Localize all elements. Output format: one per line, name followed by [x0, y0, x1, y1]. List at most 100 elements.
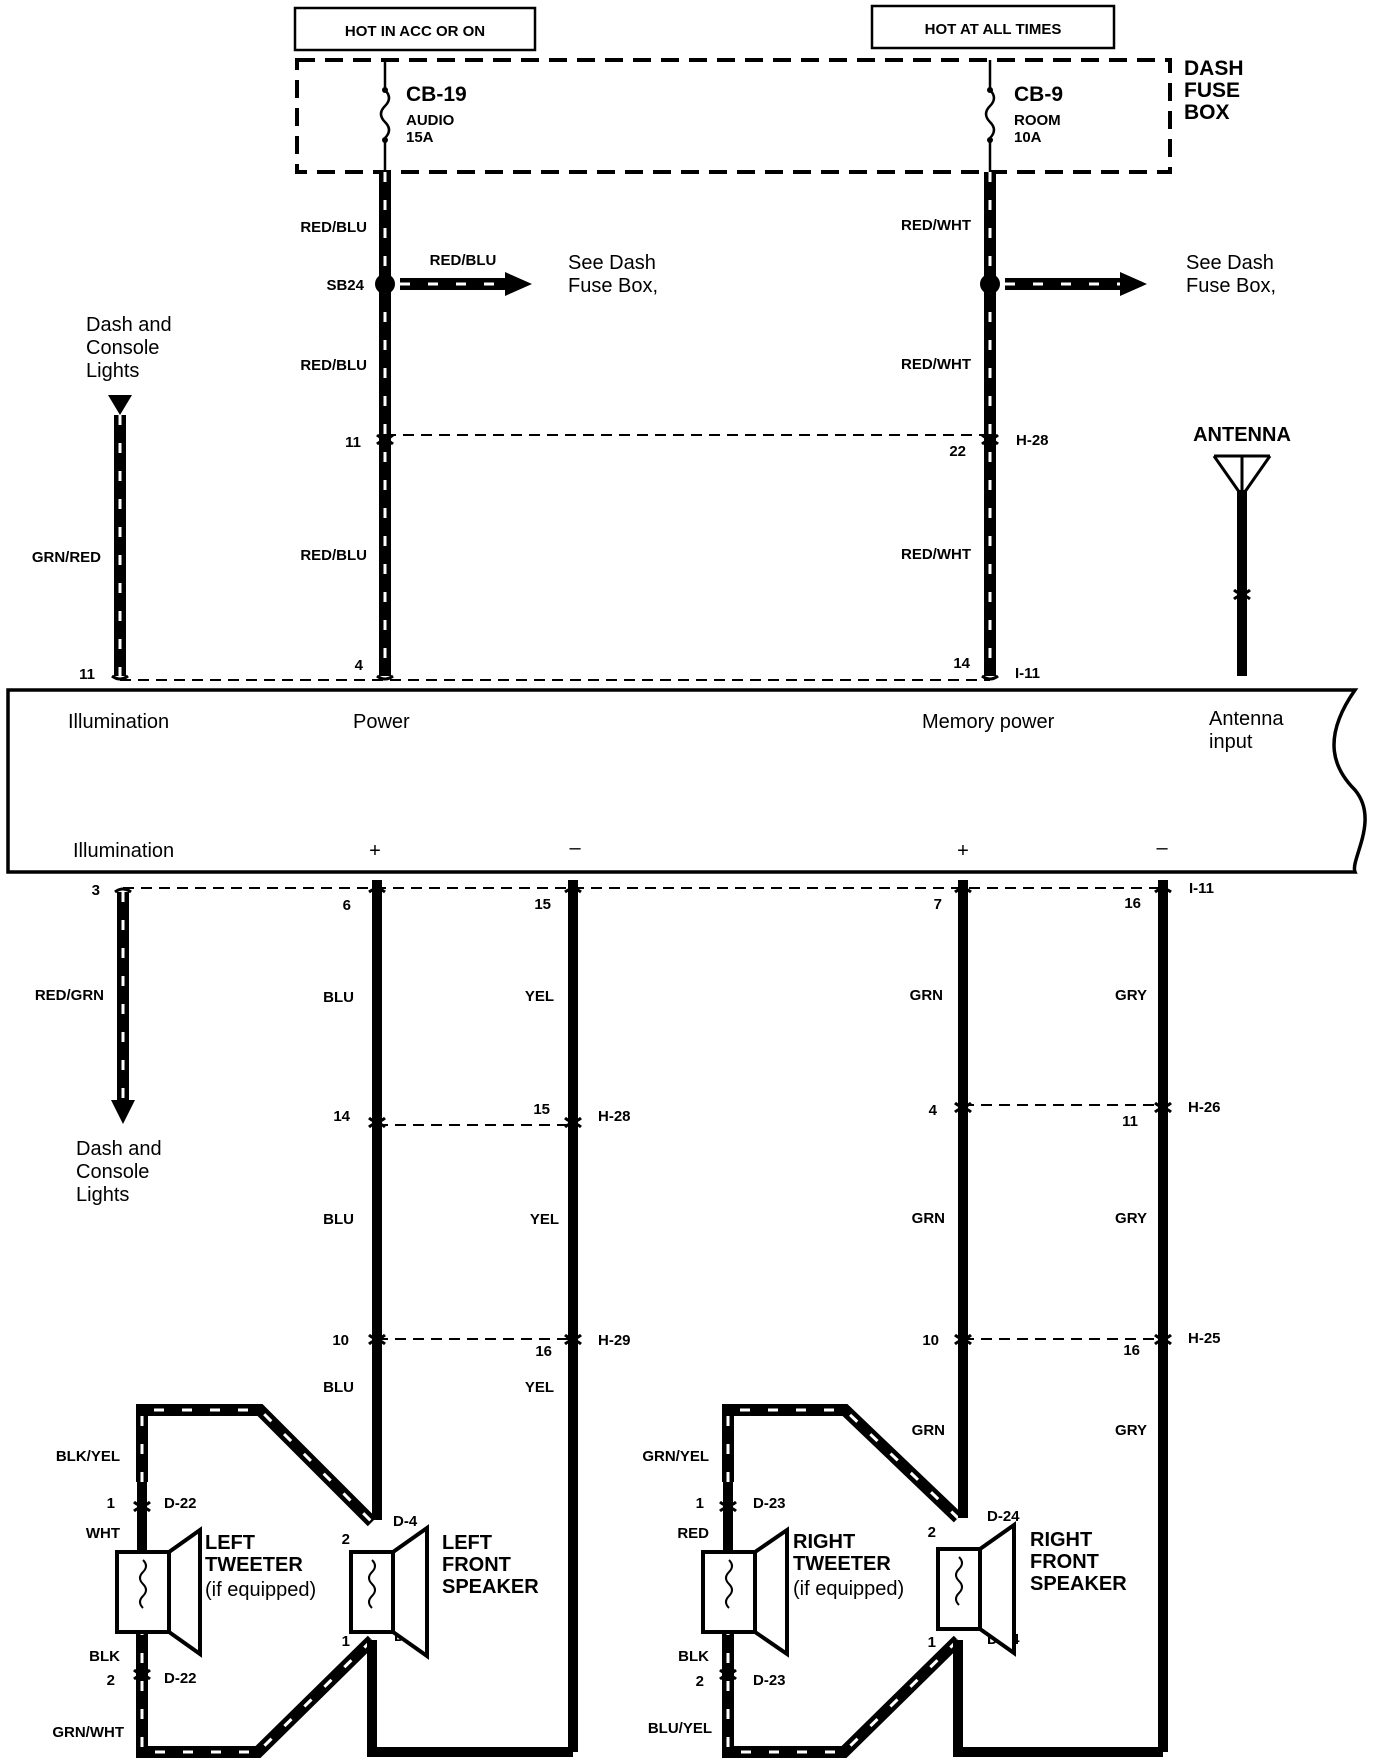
conn-i11-bottom: I-11	[1189, 880, 1214, 897]
conn-h28-bottom: H-28	[598, 1108, 631, 1125]
pin-11-gry: 11	[1122, 1113, 1138, 1130]
hot-acc-box	[293, 6, 537, 52]
wire-grn-red: GRN/RED	[32, 549, 101, 566]
pin-tweeter-right-2: 2	[696, 1673, 704, 1690]
wire-blk-right: BLK	[678, 1648, 709, 1665]
dash-console-bot-3: Lights	[76, 1184, 129, 1206]
right-front-speaker-label-1: RIGHT	[1030, 1529, 1092, 1551]
pin-tweeter-right-1: 1	[696, 1495, 704, 1512]
pin-speaker-left-2: 2	[342, 1531, 350, 1548]
pin-15-bottom: 15	[533, 1101, 550, 1118]
pin-14-bottom: 14	[333, 1108, 350, 1125]
right-front-speaker-label-3: SPEAKER	[1030, 1573, 1127, 1595]
pin-4-grn: 4	[929, 1102, 938, 1119]
dash-console-bot-1: Dash and	[76, 1138, 162, 1160]
connector-lines	[120, 434, 1163, 1340]
cb19-name: CB-19	[406, 83, 467, 106]
conn-d22-top: D-22	[164, 1495, 197, 1512]
pin-speaker-left-1: 1	[342, 1633, 350, 1650]
fuse-cb19-symbol	[379, 60, 391, 172]
left-front-speaker-label-3: SPEAKER	[442, 1576, 539, 1598]
right-tweeter-label-1: RIGHT	[793, 1531, 855, 1553]
pin-speaker-right-2: 2	[928, 1524, 936, 1541]
wire-blk-left: BLK	[89, 1648, 120, 1665]
wire-blk-yel: BLK/YEL	[56, 1448, 120, 1465]
wire-grn-2: GRN	[912, 1210, 945, 1227]
wire-red-wht-2: RED/WHT	[901, 356, 971, 373]
conn-d24-top: D-24	[987, 1508, 1020, 1525]
hot-acc-label: HOT IN ACC OR ON	[345, 23, 485, 40]
hot-all-label: HOT AT ALL TIMES	[925, 21, 1062, 38]
wire-red-blu-3: RED/BLU	[300, 547, 367, 564]
pin-4-power: 4	[355, 657, 364, 674]
see-dash-left-2: Fuse Box,	[568, 275, 658, 297]
pin-15-top: 15	[534, 896, 551, 913]
left-front-speaker-label-1: LEFT	[442, 1532, 492, 1554]
arrow-see-dash-left	[505, 272, 532, 296]
left-tweeter-label-2: TWEETER	[205, 1554, 303, 1576]
antenna-symbol	[1212, 455, 1272, 499]
right-tweeter-label-2: TWEETER	[793, 1553, 891, 1575]
antenna-label: ANTENNA	[1193, 424, 1291, 446]
hot-all-box	[870, 4, 1116, 50]
left-front-speaker-label-2: FRONT	[442, 1554, 511, 1576]
pin-3: 3	[92, 882, 100, 899]
arrow-see-dash-right	[1120, 272, 1147, 296]
wire-red-blu-branch: RED/BLU	[430, 252, 497, 269]
conn-i11-top: I-11	[1015, 665, 1040, 682]
pin-14-memory: 14	[953, 655, 970, 672]
wire-grn-wht: GRN/WHT	[52, 1724, 124, 1741]
splice-sb24	[375, 274, 395, 294]
unit-memory: Memory power	[922, 711, 1055, 733]
cb19-desc: AUDIO	[406, 112, 455, 129]
unit-illum-bot: Illumination	[73, 840, 174, 862]
pin-11-top: 11	[345, 434, 361, 451]
conn-d22-bottom: D-22	[164, 1670, 197, 1687]
see-dash-right-2: Fuse Box,	[1186, 275, 1276, 297]
unit-memory-plus: +	[957, 840, 969, 862]
pin-10-blu: 10	[332, 1332, 349, 1349]
wire-grn-3: GRN	[912, 1422, 945, 1439]
unit-antenna-1: Antenna	[1209, 708, 1284, 730]
cb9-name: CB-9	[1014, 83, 1063, 106]
wire-blu-3: BLU	[323, 1379, 354, 1396]
cb19-amp: 15A	[406, 129, 434, 146]
wire-grn-1: GRN	[910, 987, 943, 1004]
pin-10-grn: 10	[922, 1332, 939, 1349]
pin-6: 6	[343, 897, 351, 914]
see-dash-left-1: See Dash	[568, 252, 656, 274]
wire-red-wht-3: RED/WHT	[901, 546, 971, 563]
wire-gry-1: GRY	[1115, 987, 1147, 1004]
cb9-desc: ROOM	[1014, 112, 1061, 129]
fuse-box-label-2: FUSE	[1184, 79, 1240, 102]
wire-blu-yel: BLU/YEL	[648, 1720, 712, 1737]
radio-unit-box	[6, 688, 1367, 874]
wire-red-blu-2: RED/BLU	[300, 357, 367, 374]
unit-illum-top: Illumination	[68, 711, 169, 733]
fuse-box-label-1: DASH	[1184, 57, 1244, 80]
pin-16-gry: 16	[1123, 1342, 1140, 1359]
wire-red: RED	[677, 1525, 709, 1542]
arrow-dash-console-top	[108, 395, 132, 415]
left-front-speaker-symbol	[349, 1524, 429, 1660]
right-tweeter-symbol	[701, 1526, 789, 1658]
wire-yel-1: YEL	[525, 988, 554, 1005]
dash-console-top-2: Console	[86, 337, 159, 359]
cb9-amp: 10A	[1014, 129, 1042, 146]
wire-grn-yel: GRN/YEL	[642, 1448, 709, 1465]
left-tweeter-symbol	[115, 1526, 202, 1658]
striped-wires-stripe	[118, 172, 1120, 1754]
unit-memory-minus: –	[1156, 837, 1168, 859]
connector-marks	[111, 433, 1251, 1681]
left-tweeter-label-1: LEFT	[205, 1532, 255, 1554]
wire-yel-2: YEL	[530, 1211, 559, 1228]
right-front-speaker-label-2: FRONT	[1030, 1551, 1099, 1573]
pin-22: 22	[949, 443, 966, 460]
pin-7: 7	[934, 896, 942, 913]
wire-gry-3: GRY	[1115, 1422, 1147, 1439]
arrow-dash-console-bottom	[111, 1100, 135, 1124]
conn-d23-bottom: D-23	[753, 1672, 786, 1689]
wire-blu-1: BLU	[323, 989, 354, 1006]
fuse-box-label-3: BOX	[1184, 101, 1230, 124]
